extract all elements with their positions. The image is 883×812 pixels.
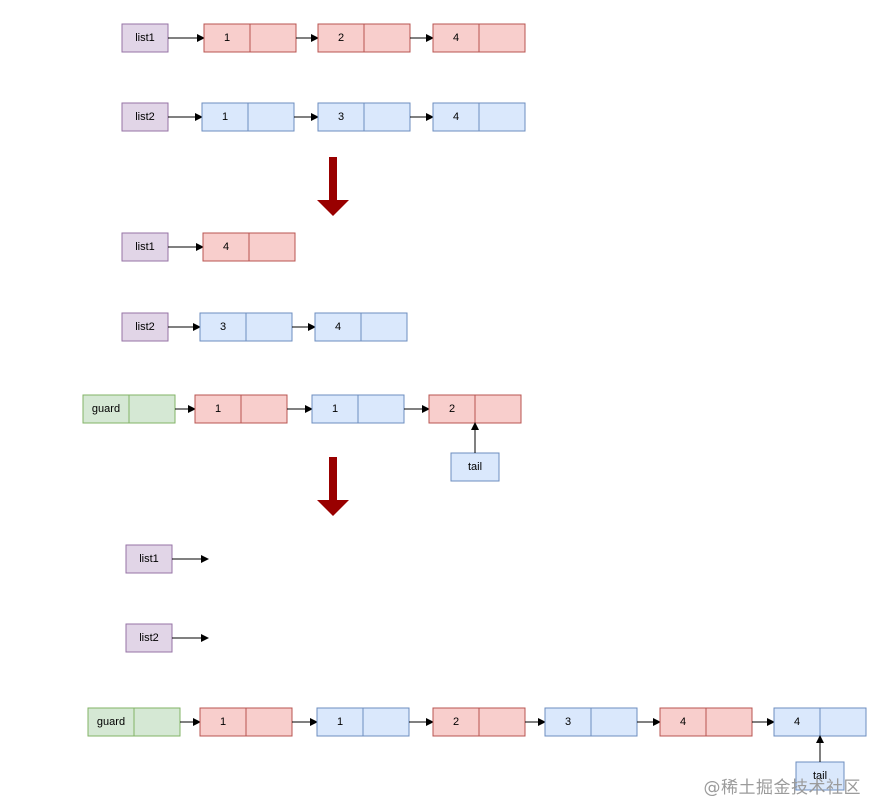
final-chain-node-value-cell: [316, 707, 364, 737]
final-chain-node-next-cell: [705, 707, 753, 737]
merging-chain-node-value: 2: [449, 403, 455, 415]
watermark-text: @稀土掘金技术社区: [703, 778, 861, 798]
merging-list2-node-value-cell: [199, 312, 247, 342]
final-chain-node-next-cell: [819, 707, 867, 737]
merging-list2-node-value: 3: [220, 321, 226, 333]
initial-list2-label: list2: [135, 111, 155, 123]
initial-list1-node-next-cell: [249, 23, 297, 53]
merging-chain-node: 1: [311, 394, 405, 424]
initial-list1-node-value-cell: [203, 23, 251, 53]
merging-list1-label: list1: [135, 241, 155, 253]
initial-list1-node: 2: [317, 23, 411, 53]
initial-list2-node-value-cell: [432, 102, 480, 132]
final-chain-node-value-cell: [432, 707, 480, 737]
initial-list1-node-value: 2: [338, 32, 344, 44]
merging-chain-node-value: 1: [215, 403, 221, 415]
initial-list2-box: [121, 102, 169, 132]
final-list1-label: list1: [139, 553, 159, 565]
initial-list2-node-value: 1: [222, 111, 228, 123]
merging-list1-node-value: 4: [223, 241, 229, 253]
merging-chain-tail-label: tail: [468, 461, 482, 473]
merging-chain-node-value-cell: [194, 394, 242, 424]
final-chain-node-value-cell: [544, 707, 592, 737]
final-chain-node: 3: [544, 707, 638, 737]
merging-list1-node: 4: [202, 232, 296, 262]
merging-chain-node-next-cell: [474, 394, 522, 424]
initial-list1-box: [121, 23, 169, 53]
initial-list1-node-next-cell: [363, 23, 411, 53]
final-chain-node-value-cell: [199, 707, 247, 737]
initial-list1-node-value-cell: [317, 23, 365, 53]
merging-chain-node-value-cell: [428, 394, 476, 424]
merging-chain-guard-next-cell: [128, 394, 176, 424]
final-chain-guard-label: guard: [97, 716, 125, 728]
final-chain-node: 1: [199, 707, 293, 737]
merging-list2-box: [121, 312, 169, 342]
final-chain-node: 1: [316, 707, 410, 737]
initial-list1-node-next-cell: [478, 23, 526, 53]
initial-list1-node-value-cell: [432, 23, 480, 53]
final-chain-node-next-cell: [590, 707, 638, 737]
initial-list1-node: 1: [203, 23, 297, 53]
merging-chain-guard-label: guard: [92, 403, 120, 415]
merging-list2-node: 4: [314, 312, 408, 342]
final-chain-node-next-cell: [245, 707, 293, 737]
merging-chain-node: 1: [194, 394, 288, 424]
initial-list2-node-value: 4: [453, 111, 459, 123]
final-chain-tail-label: tail: [813, 770, 827, 782]
final-chain-node-next-cell: [362, 707, 410, 737]
final-chain-node: 4: [659, 707, 753, 737]
transition-arrow-1: [317, 157, 349, 216]
initial-list1-node: 4: [432, 23, 526, 53]
final-chain-guard-cell: [87, 707, 135, 737]
final-chain-node-value: 2: [453, 716, 459, 728]
initial-list2-node-next-cell: [478, 102, 526, 132]
merging-chain-node-value-cell: [311, 394, 359, 424]
merging-chain-node-value: 1: [332, 403, 338, 415]
merging-list2-node: 3: [199, 312, 293, 342]
final-chain-node-value-cell: [773, 707, 821, 737]
merging-list2-node-value-cell: [314, 312, 362, 342]
final-list2-box: [125, 623, 173, 653]
merging-list1-node-next-cell: [248, 232, 296, 262]
final-chain-node-value: 4: [794, 716, 800, 728]
merging-chain-node-next-cell: [240, 394, 288, 424]
initial-list2-node-next-cell: [363, 102, 411, 132]
transition-arrow-2: [317, 457, 349, 516]
initial-list2-node-value: 3: [338, 111, 344, 123]
initial-list2-node-value-cell: [201, 102, 249, 132]
final-chain-node: 4: [773, 707, 867, 737]
initial-list1-label: list1: [135, 32, 155, 44]
merging-chain-node: 2: [428, 394, 522, 424]
initial-list1-node-value: 1: [224, 32, 230, 44]
final-chain-node-value: 1: [337, 716, 343, 728]
final-chain-node-next-cell: [478, 707, 526, 737]
initial-list2-node: 1: [201, 102, 295, 132]
final-list2-label: list2: [139, 632, 159, 644]
initial-list1-node-value: 4: [453, 32, 459, 44]
merging-list2-node-next-cell: [245, 312, 293, 342]
final-chain-node-value: 4: [680, 716, 686, 728]
initial-list2-node-next-cell: [247, 102, 295, 132]
merging-chain-tail-box: [450, 452, 500, 482]
merging-list1-box: [121, 232, 169, 262]
final-chain-node: 2: [432, 707, 526, 737]
merging-chain-node-next-cell: [357, 394, 405, 424]
initial-list2-node: 3: [317, 102, 411, 132]
final-chain-node-value: 3: [565, 716, 571, 728]
merging-list2-node-next-cell: [360, 312, 408, 342]
merging-list2-node-value: 4: [335, 321, 341, 333]
final-chain-guard-next-cell: [133, 707, 181, 737]
initial-list2-node: 4: [432, 102, 526, 132]
merging-list2-label: list2: [135, 321, 155, 333]
final-chain-node-value: 1: [220, 716, 226, 728]
initial-list2-node-value-cell: [317, 102, 365, 132]
final-chain-node-value-cell: [659, 707, 707, 737]
final-list1-box: [125, 544, 173, 574]
